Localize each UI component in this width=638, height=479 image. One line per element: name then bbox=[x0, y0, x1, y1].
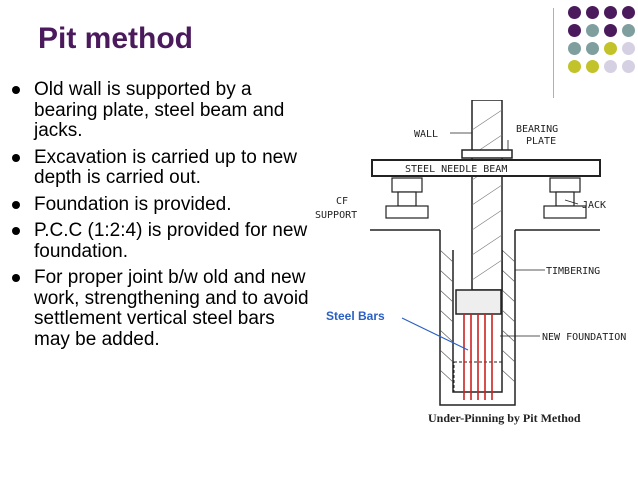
divider-line bbox=[553, 8, 554, 98]
diagram-caption: Under-Pinning by Pit Method bbox=[428, 411, 581, 425]
bullet-text: For proper joint b/w old and new work, s… bbox=[34, 267, 309, 350]
bullet-item: Excavation is carried up to new depth is… bbox=[10, 146, 310, 189]
label-new-foundation: NEW FOUNDATION bbox=[542, 332, 626, 343]
underpinning-diagram: WALL BEARING PLATE STEEL NEEDLE BEAM JAC… bbox=[315, 100, 626, 425]
label-support: SUPPORT bbox=[315, 210, 357, 221]
new-foundation bbox=[455, 289, 502, 315]
jack-left bbox=[385, 177, 429, 219]
label-wall: WALL bbox=[414, 129, 438, 140]
steel-bars bbox=[463, 314, 493, 400]
bearing-plate bbox=[461, 149, 513, 159]
label-steel-bars: Steel Bars bbox=[326, 309, 385, 323]
label-bearing: BEARING bbox=[516, 124, 558, 135]
bullet-icon bbox=[12, 153, 20, 162]
label-plate: PLATE bbox=[526, 136, 556, 147]
steel-bars-leader bbox=[401, 317, 469, 351]
bullet-item: Foundation is provided. bbox=[10, 193, 310, 216]
label-cf: CF bbox=[336, 196, 348, 207]
dot-olive bbox=[586, 60, 599, 73]
bullet-icon bbox=[12, 274, 20, 282]
dot-lavender bbox=[604, 60, 617, 73]
dot-teal bbox=[586, 42, 599, 55]
dot-purple bbox=[604, 6, 617, 19]
dot-olive bbox=[604, 42, 617, 55]
steel-needle-beam bbox=[371, 159, 601, 177]
bullet-icon bbox=[12, 86, 20, 94]
dot-teal bbox=[586, 24, 599, 37]
dot-purple bbox=[604, 24, 617, 37]
bullet-text: Old wall is supported by a bearing plate… bbox=[34, 79, 285, 141]
label-leaders bbox=[450, 132, 579, 337]
dot-purple bbox=[586, 6, 599, 19]
label-jack: JACK bbox=[582, 200, 606, 211]
bullet-item: P.C.C (1:2:4) is provided for new founda… bbox=[10, 220, 310, 262]
bullet-item: For proper joint b/w old and new work, s… bbox=[10, 267, 310, 350]
jack-right bbox=[543, 177, 587, 219]
dot-olive bbox=[568, 60, 581, 73]
bullet-text: Excavation is carried up to new depth is… bbox=[34, 146, 297, 188]
label-beam: STEEL NEEDLE BEAM bbox=[405, 164, 507, 175]
dot-teal bbox=[622, 24, 635, 37]
dot-purple bbox=[622, 6, 635, 19]
bullet-list: Old wall is supported by a bearing plate… bbox=[10, 79, 310, 356]
bullet-item: Old wall is supported by a bearing plate… bbox=[10, 79, 310, 142]
bullet-text: Foundation is provided. bbox=[34, 193, 232, 215]
bullet-icon bbox=[12, 200, 20, 209]
dot-lavender bbox=[622, 60, 635, 73]
dot-lavender bbox=[622, 42, 635, 55]
dot-purple bbox=[568, 24, 581, 37]
page-title: Pit method bbox=[38, 22, 193, 55]
dot-teal bbox=[568, 42, 581, 55]
timbering-hatching bbox=[439, 249, 516, 383]
wall-hatching bbox=[471, 109, 503, 281]
dot-purple bbox=[568, 6, 581, 19]
bullet-icon bbox=[12, 227, 20, 235]
bullet-text: P.C.C (1:2:4) is provided for new founda… bbox=[34, 220, 308, 262]
label-timbering: TIMBERING bbox=[546, 266, 600, 277]
